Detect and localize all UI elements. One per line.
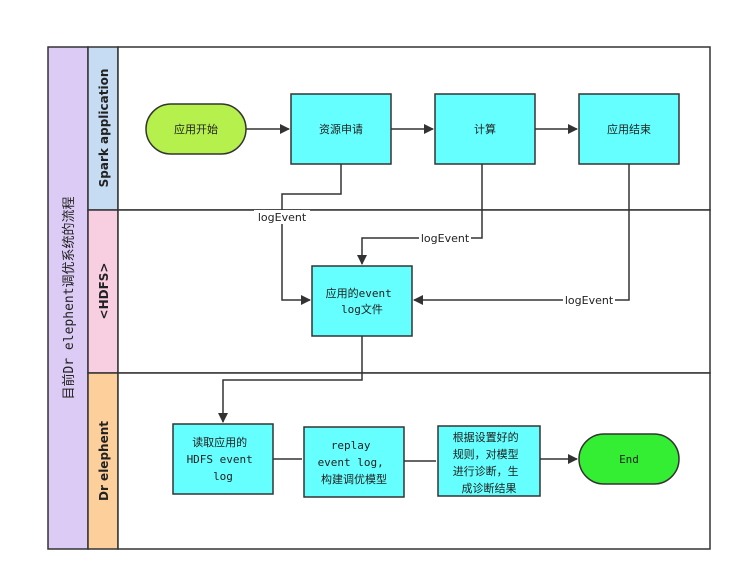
pool-title: 目前Dr elephent调优系统的流程: [61, 196, 77, 399]
node-start: [145, 103, 247, 155]
edge-label-log1: logEvent: [258, 211, 307, 224]
node-replay-text: replay event log, 构建调优模型: [318, 439, 391, 486]
node-app-end: [578, 93, 680, 165]
edge-label-bg-1: [254, 210, 310, 224]
node-compute: [434, 93, 536, 165]
edge-request-eventlog: [281, 164, 342, 305]
node-start-text: 应用开始: [174, 122, 218, 136]
node-request-text: 资源申请: [319, 122, 363, 136]
edge-label-bg-3: [563, 293, 615, 307]
lane-title-dr-elephent: Dr elephent: [97, 421, 111, 501]
lane-title-hdfs: <HDFS>: [97, 263, 111, 320]
lane-header-spark: [87, 46, 119, 211]
edge-append-eventlog: [413, 164, 630, 305]
node-diagnose: [437, 425, 541, 497]
edge-label-bg-2: [419, 231, 471, 245]
node-read-log: [172, 423, 274, 495]
lane-title-spark: Spark application: [97, 69, 111, 188]
edge-label-log3: logEvent: [565, 294, 614, 307]
node-compute-text: 计算: [474, 122, 496, 136]
node-event-log-text: 应用的event log文件: [326, 286, 399, 316]
node-end-text: End: [619, 453, 639, 466]
node-replay: [303, 426, 405, 498]
pool-header: [47, 46, 89, 550]
node-app-end-text: 应用结束: [607, 122, 651, 136]
node-read-log-text: 读取应用的 HDFS event log: [187, 435, 260, 483]
edge-eventlog-read: [218, 336, 363, 423]
node-end: [578, 433, 680, 485]
node-event-log: [311, 265, 413, 337]
node-diagnose-text: 根据设置好的 规则，对模型 进行诊断，生 成诊断结果: [453, 430, 526, 495]
edge-label-log2: logEvent: [421, 232, 470, 245]
node-request: [290, 93, 392, 165]
lane-body-hdfs: [117, 209, 711, 374]
